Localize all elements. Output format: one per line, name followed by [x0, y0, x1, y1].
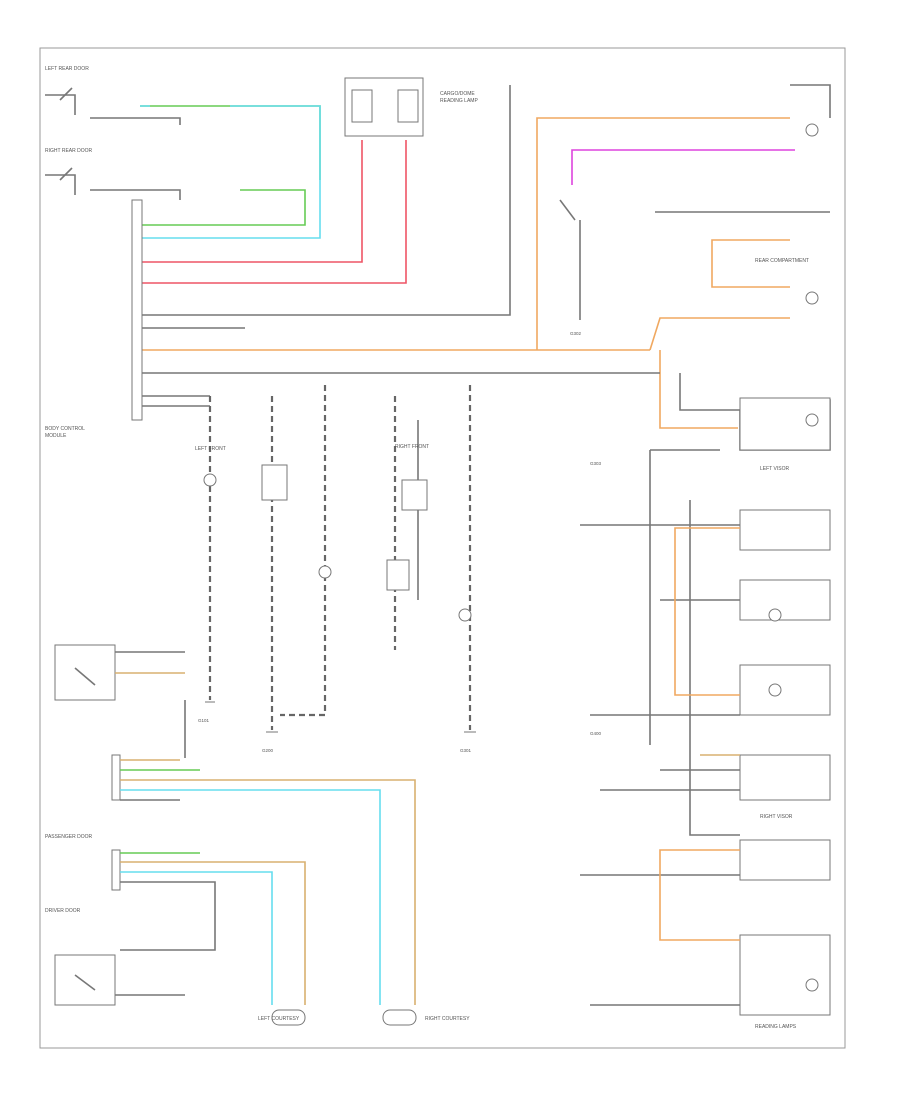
red-wire-2	[140, 140, 407, 284]
orange-wire-loop	[711, 239, 790, 288]
cyan-wire-driver	[120, 871, 273, 1005]
svg-text:G400: G400	[590, 731, 602, 736]
driver-door-connector	[111, 849, 121, 891]
svg-text:G303: G303	[590, 461, 602, 466]
svg-text:RIGHT VISOR: RIGHT VISOR	[760, 814, 793, 820]
cyan-wire-top	[140, 105, 321, 239]
svg-text:RIGHT REAR DOOR: RIGHT REAR DOOR	[45, 148, 93, 154]
svg-text:READING LAMPS: READING LAMPS	[755, 1024, 797, 1030]
connector-labels: LEFT REAR DOOR RIGHT REAR DOOR BODY CONT…	[45, 66, 809, 1030]
ground-symbols	[205, 701, 476, 733]
pink-wire	[571, 149, 795, 185]
red-wire-1	[140, 140, 363, 263]
svg-text:LEFT REAR DOOR: LEFT REAR DOOR	[45, 66, 89, 72]
tan-wire-driver	[120, 861, 306, 1005]
svg-text:BODY CONTROL: BODY CONTROL	[45, 426, 85, 432]
svg-text:G101: G101	[198, 718, 210, 723]
svg-text:LEFT COURTESY: LEFT COURTESY	[258, 1016, 300, 1022]
right-switch-boxes	[739, 397, 831, 1016]
svg-text:MODULE: MODULE	[45, 433, 67, 439]
tan-wire-lower-2	[120, 779, 416, 1005]
orange-wire-right	[649, 317, 790, 351]
lower-connector	[111, 754, 121, 801]
svg-text:RIGHT COURTESY: RIGHT COURTESY	[425, 1016, 470, 1022]
orange-wire-down	[659, 350, 738, 429]
green-wire	[140, 105, 321, 226]
driver-switch	[54, 954, 185, 1006]
svg-text:PASSENGER DOOR: PASSENGER DOOR	[45, 834, 93, 840]
svg-text:G200: G200	[262, 748, 274, 753]
svg-text:LEFT FRONT: LEFT FRONT	[195, 446, 226, 452]
svg-text:LEFT VISOR: LEFT VISOR	[760, 466, 789, 472]
orange-wire-up	[536, 117, 790, 350]
svg-text:G302: G302	[570, 331, 582, 336]
svg-text:DRIVER DOOR: DRIVER DOOR	[45, 908, 81, 914]
diagram-frame	[39, 47, 846, 1049]
right-side-components	[559, 84, 831, 320]
svg-text:REAR COMPARTMENT: REAR COMPARTMENT	[755, 258, 809, 264]
orange-wire-right-lower	[674, 527, 740, 696]
left-door-switches	[45, 87, 181, 200]
svg-text:RIGHT FRONT: RIGHT FRONT	[395, 444, 429, 450]
passenger-switch	[54, 644, 185, 701]
cyan-wire-lower	[120, 789, 381, 1005]
ground-wire-3	[280, 385, 327, 717]
bcm-connector	[131, 199, 143, 421]
orange-wire-bottom-right	[659, 849, 740, 941]
lamp-components	[203, 464, 472, 622]
bottom-lamps	[271, 1009, 417, 1026]
svg-text:CARGO/DOME: CARGO/DOME	[440, 91, 475, 97]
svg-text:READING LAMP: READING LAMP	[440, 98, 478, 104]
svg-text:G301: G301	[460, 748, 472, 753]
fuse-block	[344, 77, 424, 137]
